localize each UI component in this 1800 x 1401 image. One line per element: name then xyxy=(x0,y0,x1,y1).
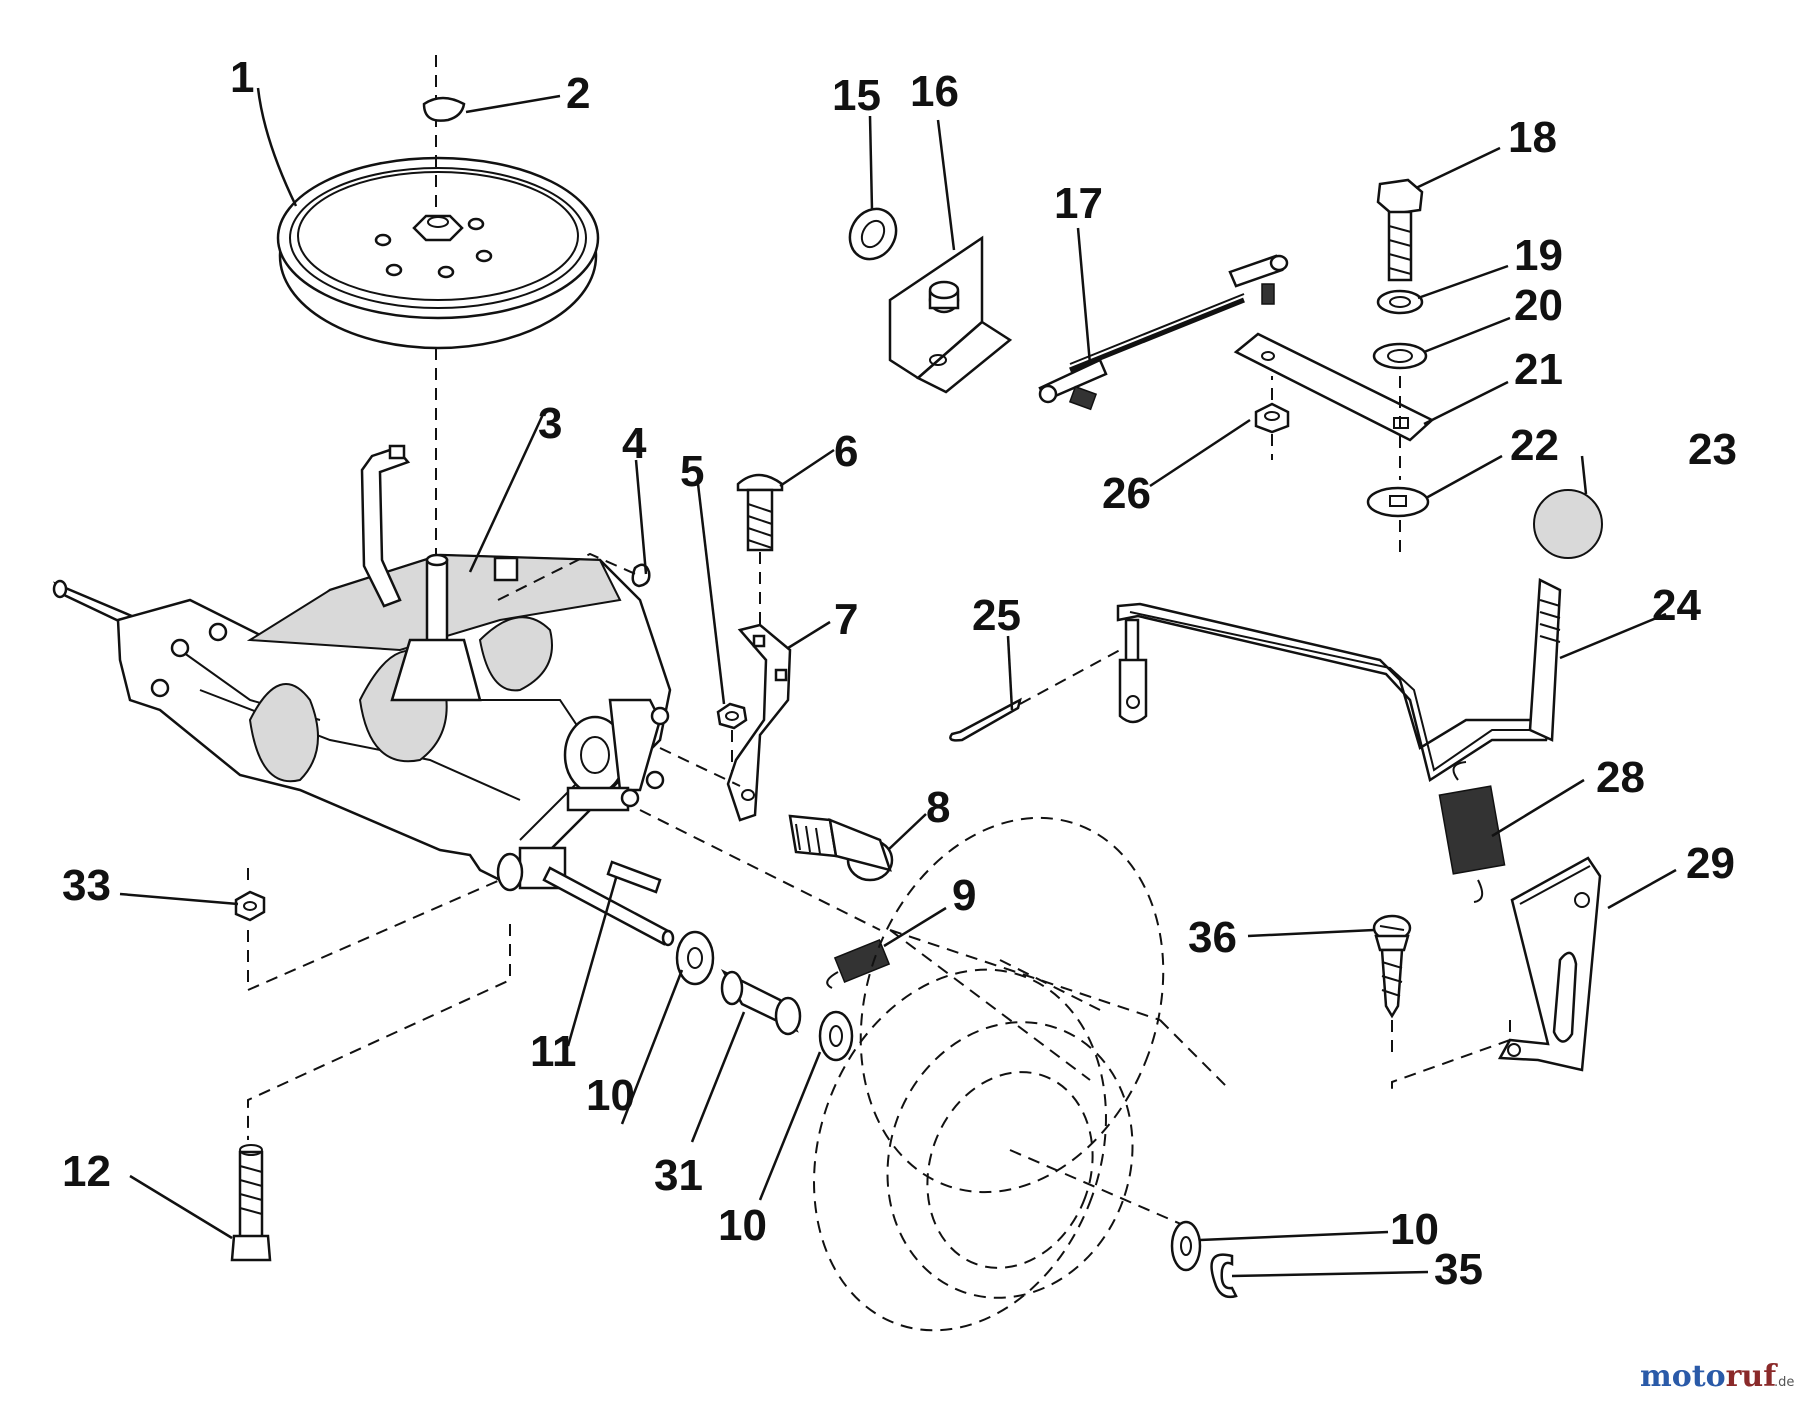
extension-spring xyxy=(826,938,891,989)
shift-bracket xyxy=(726,623,792,822)
flat-washer-2 xyxy=(1372,342,1428,370)
washer-inner xyxy=(675,930,715,986)
callout-16: 16 xyxy=(910,67,959,116)
callout-1: 1 xyxy=(230,53,254,102)
transaxle xyxy=(52,444,672,892)
hex-cap-screw xyxy=(1376,178,1424,282)
watermark-brand-b: ruf xyxy=(1726,1359,1779,1394)
callout-17: 17 xyxy=(1054,179,1103,228)
watermark-logo: motoruf .de xyxy=(1640,1359,1794,1394)
callout-10a: 10 xyxy=(586,1071,635,1120)
callout-26: 26 xyxy=(1102,469,1151,518)
lock-washer xyxy=(1376,289,1424,315)
shift-knob xyxy=(1533,489,1603,559)
callout-23: 23 xyxy=(1688,425,1737,474)
axle-key xyxy=(606,860,662,894)
callout-24: 24 xyxy=(1652,581,1701,630)
flat-washer xyxy=(848,207,898,261)
callout-19: 19 xyxy=(1514,231,1563,280)
callout-36: 36 xyxy=(1188,913,1237,962)
pulley xyxy=(276,156,600,350)
woodruff-key xyxy=(631,563,651,588)
callout-7: 7 xyxy=(834,595,858,644)
callout-15: 15 xyxy=(832,71,881,120)
shift-rod xyxy=(1116,578,1562,782)
callout-18: 18 xyxy=(1508,113,1557,162)
callout-25: 25 xyxy=(972,591,1021,640)
callout-2: 2 xyxy=(566,69,590,118)
pulley-clip xyxy=(422,96,466,122)
mounting-bolt xyxy=(230,1144,272,1262)
hex-nut-2 xyxy=(1254,402,1290,434)
callout-10b: 10 xyxy=(718,1201,767,1250)
callout-20: 20 xyxy=(1514,281,1563,330)
rear-tire xyxy=(813,816,1231,1332)
washer-outer xyxy=(818,1010,854,1062)
hex-bolt xyxy=(788,814,894,882)
callout-28: 28 xyxy=(1596,753,1645,802)
spacer-tube xyxy=(720,969,802,1036)
callout-12: 12 xyxy=(62,1147,111,1196)
callout-35: 35 xyxy=(1434,1245,1483,1294)
callout-6: 6 xyxy=(834,427,858,476)
hex-nut xyxy=(716,702,748,730)
watermark-suffix: .de xyxy=(1774,1375,1794,1390)
cotter-pin xyxy=(949,697,1022,742)
callout-8: 8 xyxy=(926,783,950,832)
self-tapping-screw xyxy=(1372,914,1412,1019)
e-clip xyxy=(1210,1253,1238,1299)
callout-22: 22 xyxy=(1510,421,1559,470)
callout-31: 31 xyxy=(654,1151,703,1200)
spring-bracket xyxy=(1497,856,1602,1072)
washer-wheel xyxy=(1170,1220,1202,1272)
callout-11: 11 xyxy=(530,1027,577,1076)
callout-9: 9 xyxy=(952,871,976,920)
carriage-bolt xyxy=(736,473,784,552)
watermark-brand-a: moto xyxy=(1640,1359,1726,1394)
square-washer xyxy=(1366,486,1430,518)
pivot-bracket xyxy=(888,235,1013,394)
callout-33: 33 xyxy=(62,861,111,910)
callout-3: 3 xyxy=(538,399,562,448)
linkage-rod xyxy=(1038,254,1289,411)
callout-29: 29 xyxy=(1686,839,1735,888)
return-spring xyxy=(1438,761,1506,903)
callout-21: 21 xyxy=(1514,345,1563,394)
callout-10c: 10 xyxy=(1390,1205,1439,1254)
callout-4: 4 xyxy=(622,419,647,468)
lock-nut xyxy=(234,890,266,922)
svg-text:motoruf: motoruf xyxy=(1640,1359,1778,1394)
callout-5: 5 xyxy=(680,447,704,496)
